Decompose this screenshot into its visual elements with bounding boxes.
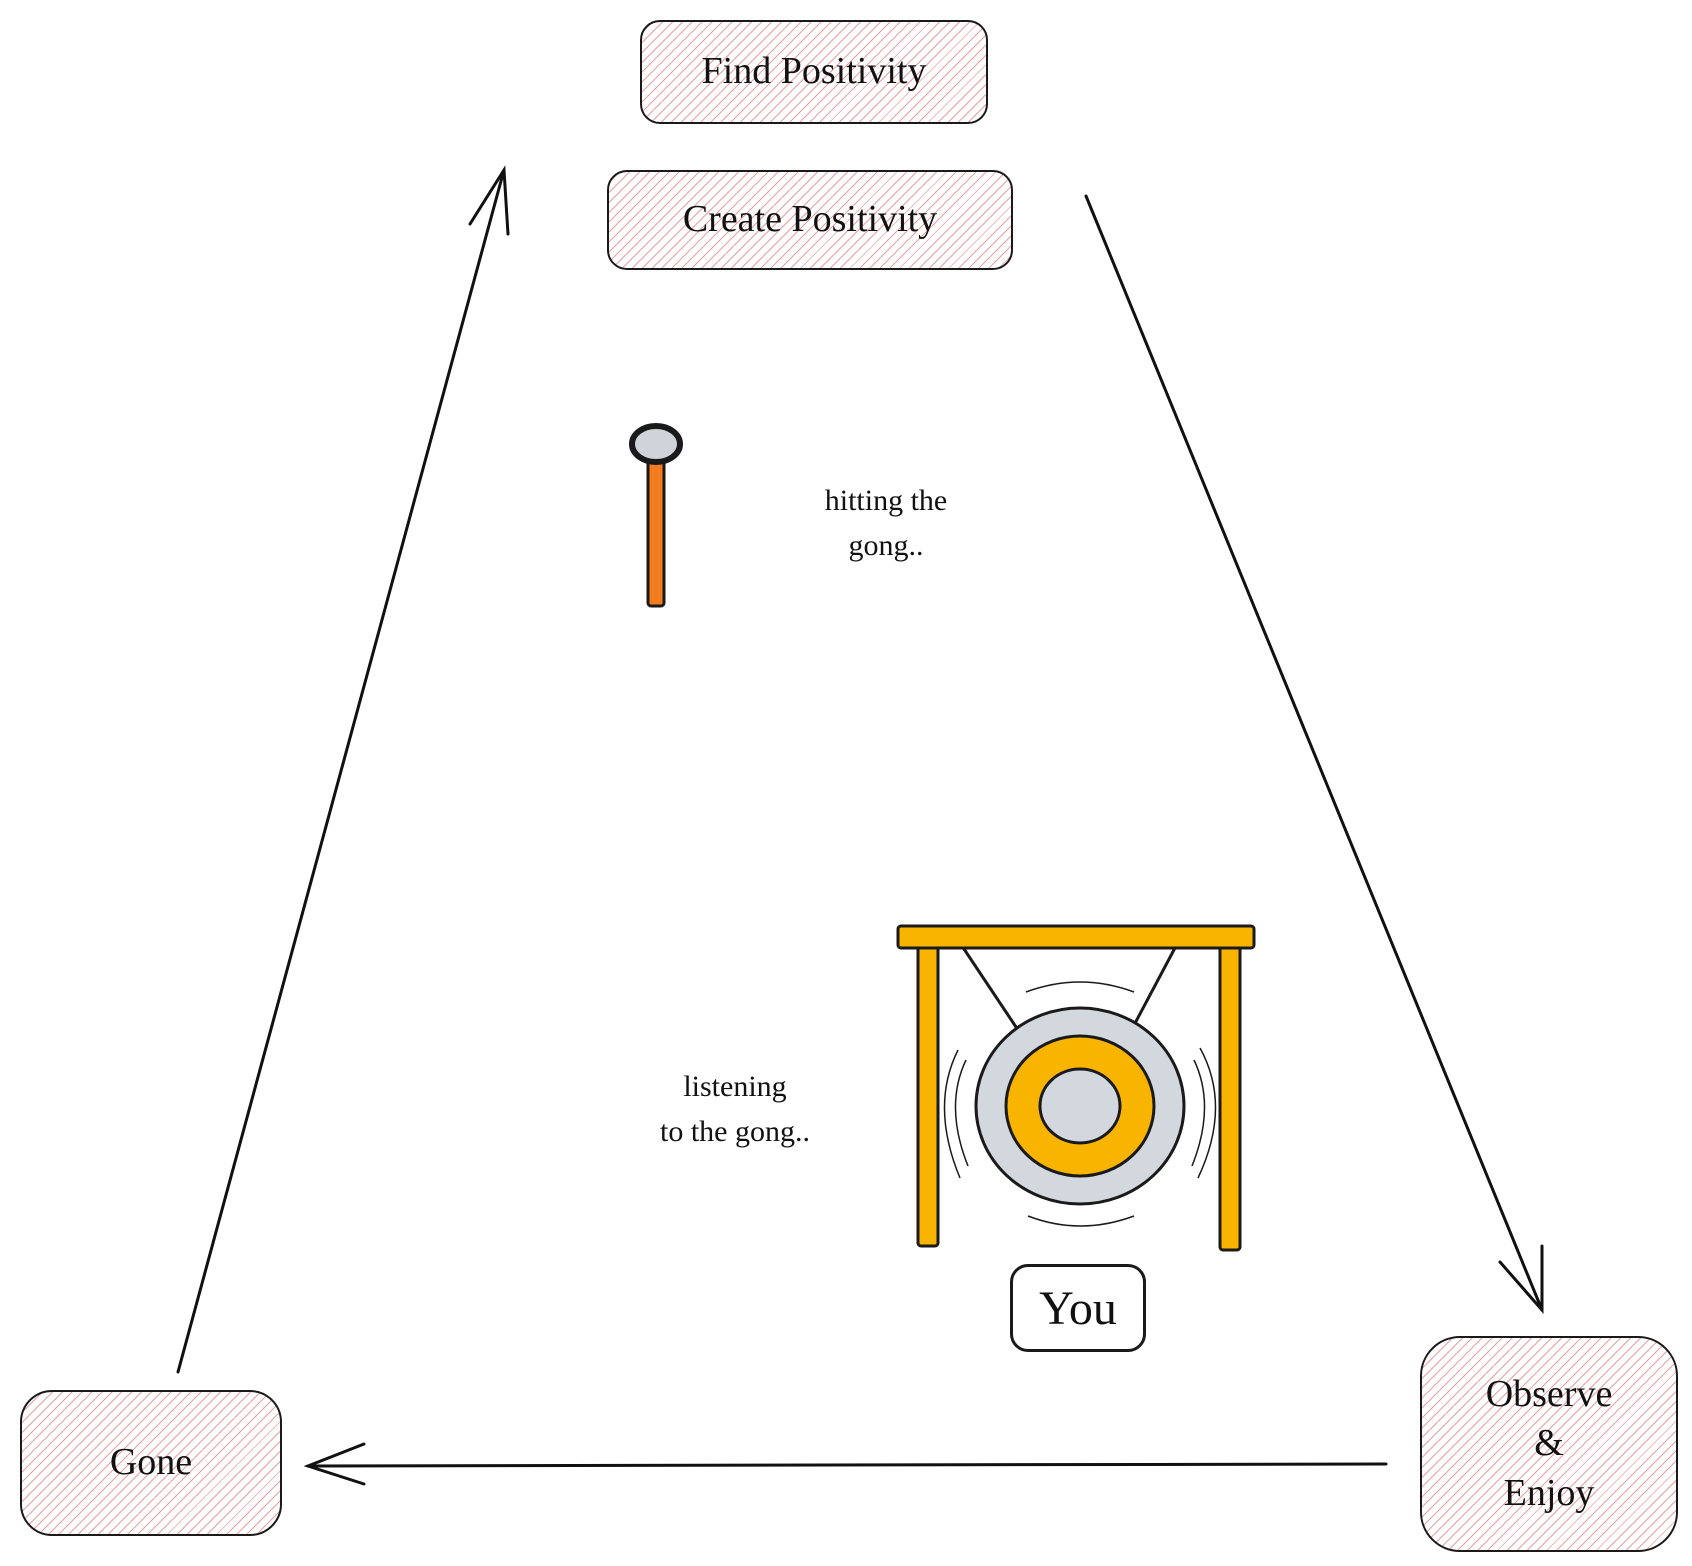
node-find-positivity: Find Positivity: [640, 20, 988, 124]
vibration-lines: [943, 981, 1217, 1227]
gong-mallet-icon: [629, 423, 683, 608]
caption-listening-to-the-gong: listening to the gong..: [640, 1064, 830, 1154]
arrow-create-to-observe: [1084, 194, 1544, 1314]
you-label: You: [1010, 1264, 1146, 1352]
you-label-text: You: [1039, 1281, 1117, 1335]
node-label-stack: Observe & Enjoy: [1486, 1370, 1613, 1518]
node-label-line: &: [1534, 1422, 1564, 1465]
caption-line: hitting the: [824, 484, 948, 517]
node-label: Gone: [109, 1441, 193, 1484]
caption-line: listening: [683, 1070, 787, 1103]
arrow-gone-to-find: [176, 165, 510, 1374]
node-label: Find Positivity: [701, 50, 927, 93]
node-create-positivity: Create Positivity: [607, 170, 1013, 270]
node-label-line: Enjoy: [1503, 1471, 1595, 1514]
gong-icon: [896, 924, 1256, 1252]
caption-line: gong..: [848, 529, 924, 562]
node-gone: Gone: [20, 1390, 282, 1536]
node-label-line: Observe: [1485, 1372, 1613, 1415]
node-observe-enjoy: Observe & Enjoy: [1420, 1336, 1678, 1552]
caption-hitting-the-gong: hitting the gong..: [806, 478, 966, 568]
arrow-observe-to-gone: [303, 1442, 1388, 1486]
node-label: Create Positivity: [682, 198, 938, 241]
caption-line: to the gong..: [660, 1115, 810, 1148]
